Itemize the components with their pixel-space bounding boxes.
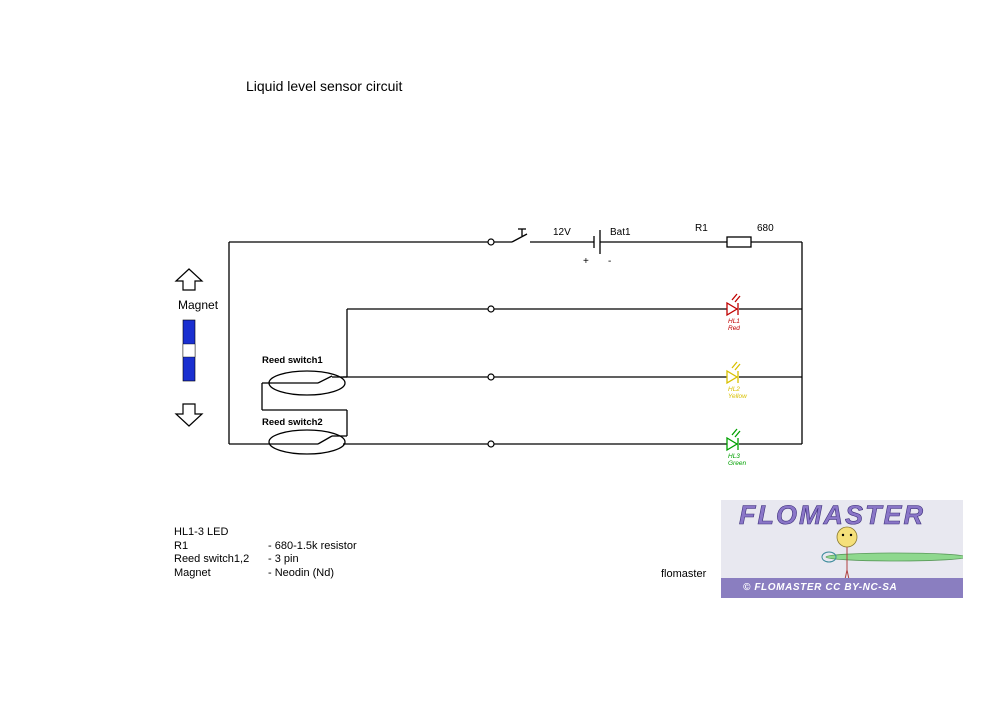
- led2-color-name: Yellow: [728, 393, 748, 400]
- terminal-led1: [487, 305, 495, 313]
- led3-name: HL3: [728, 453, 740, 460]
- author-name: flomaster: [661, 568, 707, 580]
- logo-wand: [825, 552, 963, 562]
- legend-row: HL1-3 LED: [174, 526, 357, 540]
- resistor-label: R1: [695, 223, 708, 234]
- reed-switch-2-body: [268, 429, 346, 455]
- magnet-label: Magnet: [178, 298, 219, 312]
- led1-triangle: [726, 301, 739, 317]
- magnet-gap: [182, 343, 196, 358]
- logo-license-text: © FLOMASTER CC BY-NC-SA: [743, 582, 898, 593]
- logo-license-band: [721, 578, 963, 598]
- logo-hand: [821, 551, 837, 563]
- battery-label: Bat1: [610, 227, 631, 238]
- legend-key: HL1-3 LED: [174, 526, 229, 538]
- legend-key: R1: [174, 539, 189, 552]
- led3-color-name: Green: [728, 460, 746, 467]
- legend-value: - 680-1.5k resistor: [268, 539, 357, 552]
- logo-figure: [821, 526, 963, 598]
- legend-row: Magnet - Neodin (Nd): [174, 567, 357, 581]
- led1-ray-a: [731, 293, 738, 301]
- led-hl1: [726, 293, 741, 317]
- component-legend: HL1-3 LED R1 - 680-1.5k resistor Reed swi…: [174, 526, 357, 580]
- switch-blade: [511, 233, 528, 243]
- led2-name: HL2: [728, 386, 740, 393]
- legend-key: Reed switch1,2: [174, 553, 250, 565]
- led2-ray-b: [734, 363, 741, 371]
- reed-switch-2-label: Reed switch2: [262, 417, 323, 428]
- arrow-up-icon: [174, 268, 204, 291]
- terminal-led3: [487, 440, 495, 448]
- led-hl3: [726, 428, 741, 452]
- terminal-led2: [487, 373, 495, 381]
- legend-key: Magnet: [174, 566, 211, 579]
- reed-switch-1-label: Reed switch1: [262, 355, 323, 366]
- resistor-value-label: 680: [757, 223, 774, 234]
- reed2-blade: [317, 435, 333, 445]
- page-title: Liquid level sensor circuit: [246, 78, 403, 94]
- logo-title: FLOMASTER: [739, 500, 925, 530]
- legend-value: - 3 pin: [268, 553, 299, 565]
- logo-eye-left: [841, 533, 845, 537]
- led1-name: HL1: [728, 318, 740, 325]
- legend-row: Reed switch1,2 - 3 pin: [174, 553, 357, 567]
- led-hl2: [726, 361, 741, 385]
- led1-ray-b: [734, 295, 741, 303]
- reed1-blade: [317, 375, 333, 384]
- resistor-r1: [726, 236, 752, 248]
- terminal-top: [487, 238, 495, 246]
- switch-voltage-label: 12V: [553, 227, 571, 238]
- logo-eye-right: [849, 533, 853, 537]
- battery-minus-label: -: [608, 256, 611, 267]
- legend-row: R1 - 680-1.5k resistor: [174, 540, 357, 554]
- battery-plus-label: +: [583, 256, 589, 267]
- flomaster-logo: FLOMASTER © FLOMASTER CC BY-NC-SA: [721, 500, 963, 598]
- logo-face: [836, 526, 858, 548]
- legend-value: - Neodin (Nd): [268, 566, 335, 579]
- led3-ray-b: [734, 430, 741, 438]
- led1-color-name: Red: [728, 325, 740, 332]
- arrow-down-icon: [174, 403, 204, 427]
- led3-ray-a: [731, 428, 738, 436]
- led3-triangle: [726, 436, 739, 452]
- led2-ray-a: [731, 361, 738, 369]
- led2-triangle: [726, 369, 739, 385]
